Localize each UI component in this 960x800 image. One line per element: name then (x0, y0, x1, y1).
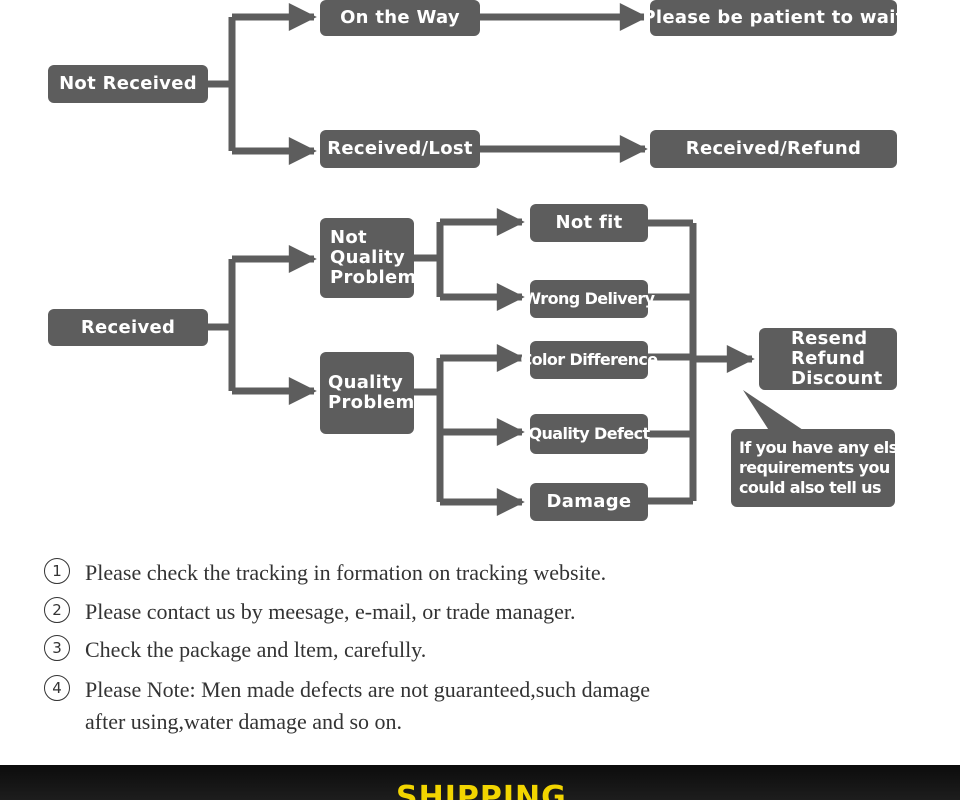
instruction-3-text: Check the package and ltem, carefully. (85, 637, 427, 662)
note-bubble: If you have any else requirements you co… (731, 429, 908, 507)
instruction-1-text: Please check the tracking in formation o… (85, 560, 607, 585)
note-line-3: could also tell us (739, 478, 882, 497)
note-line-1: If you have any else (739, 438, 908, 457)
outcome-discount: Discount (791, 368, 883, 389)
node-received: Received (48, 309, 208, 346)
step-number-4: 4 (44, 675, 70, 701)
node-on-the-way: On the Way (320, 0, 480, 36)
node-damage: Damage (530, 483, 648, 521)
not-quality-line-1: Not (330, 227, 367, 248)
node-quality-defect: Quality Defect (528, 414, 650, 454)
flow-connectors (207, 3, 806, 516)
outcome-resend: Resend (791, 328, 868, 349)
not-quality-line-2: Quality (330, 247, 406, 268)
outcome-refund: Refund (791, 348, 866, 369)
step-number-1: 1 (44, 558, 70, 584)
node-wrong-delivery: Wrong Delivery (524, 280, 655, 318)
node-please-be-patient: Please be patient to wait (642, 0, 904, 36)
step-number-3: 3 (44, 635, 70, 661)
shipping-banner: SHIPPING (0, 765, 960, 800)
node-not-received: Not Received (48, 65, 208, 103)
node-received-lost: Received/Lost (320, 130, 480, 168)
not-quality-line-3: Problem (330, 267, 417, 288)
shipping-title: SHIPPING (396, 780, 567, 800)
note-bubble-tail (743, 390, 806, 432)
instruction-4-text-line-1: Please Note: Men made defects are not gu… (85, 677, 651, 702)
quality-line-2: Problem (328, 392, 415, 413)
node-color-difference: Color Difference (520, 341, 658, 379)
node-outcome: Resend Refund Discount (759, 328, 897, 390)
instruction-4-text-line-2: after using,water damage and so on. (85, 709, 403, 734)
node-received-refund: Received/Refund (650, 130, 897, 168)
instruction-2-text: Please contact us by meesage, e-mail, or… (85, 599, 576, 624)
node-not-fit: Not fit (530, 204, 648, 242)
quality-line-1: Quality (328, 372, 404, 393)
node-quality-problem: Quality Problem (320, 352, 414, 434)
note-line-2: requirements you (739, 458, 890, 477)
step-number-2: 2 (44, 597, 70, 623)
node-not-quality-problem: Not Quality Problem (320, 218, 417, 298)
